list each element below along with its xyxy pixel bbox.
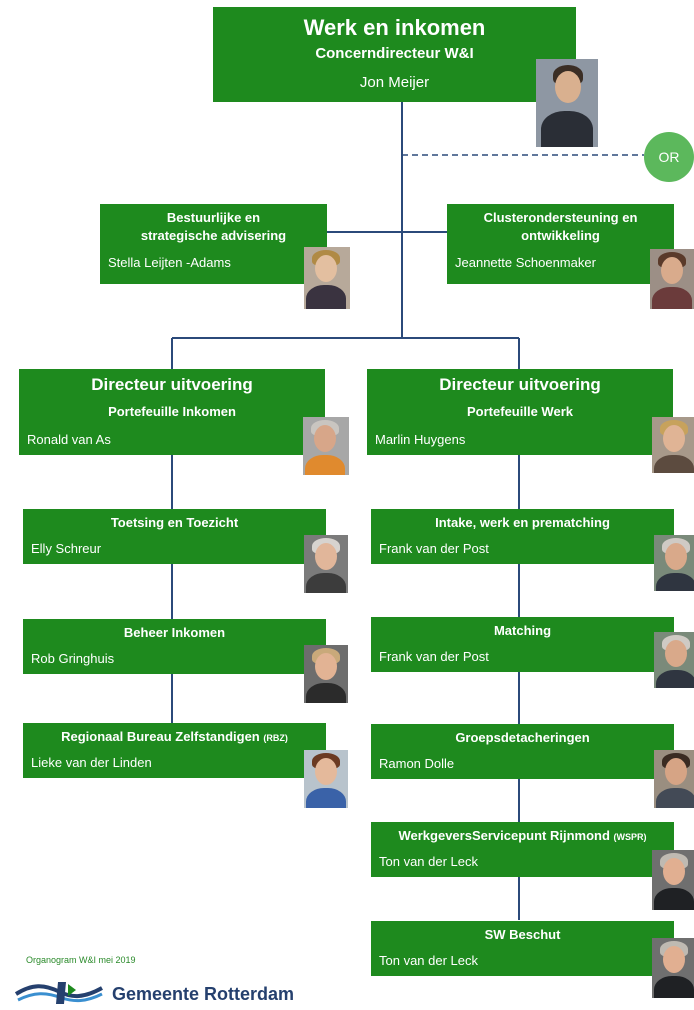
unit-toetsing-person: Elly Schreur	[31, 541, 102, 556]
photo-ramon-dolle	[654, 750, 694, 808]
unit-wspr-box: WerkgeversServicepunt Rijnmond (WSPR) To…	[371, 822, 674, 877]
rotterdam-logo-icon	[14, 982, 103, 1004]
unit-intake-person: Frank van der Post	[379, 541, 489, 556]
unit-wspr-person: Ton van der Leck	[379, 854, 479, 869]
staff-left-box: Bestuurlijke en strategische advisering …	[100, 204, 327, 284]
photo-lieke-van-der-linden	[304, 750, 348, 808]
unit-rbz-person: Lieke van der Linden	[31, 755, 152, 770]
unit-sw-beschut-person: Ton van der Leck	[379, 953, 479, 968]
staff-right-person: Jeannette Schoenmaker	[455, 255, 596, 270]
unit-beheer-title: Beheer Inkomen	[123, 625, 226, 640]
photo-ton-van-der-leck-1	[652, 850, 694, 910]
unit-rbz-suffix: (RBZ)	[263, 733, 288, 743]
photo-frank-van-der-post-1	[654, 535, 694, 591]
unit-beheer-person: Rob Gringhuis	[31, 651, 115, 666]
unit-intake-title: Intake, werk en prematching	[435, 515, 610, 530]
top-box: Werk en inkomen Concerndirecteur W&I Jon…	[213, 7, 576, 102]
top-person: Jon Meijer	[359, 74, 430, 91]
staff-left-title-2: strategische advisering	[140, 228, 287, 243]
or-circle: OR	[644, 132, 694, 182]
staff-right-title-1: Clusterondersteuning en	[483, 210, 638, 225]
organogram-caption: Organogram W&I mei 2019	[26, 955, 136, 965]
photo-stella-leijten	[304, 247, 350, 309]
staff-right-box: Clusterondersteuning en ontwikkeling Jea…	[447, 204, 674, 284]
unit-sw-beschut-title: SW Beschut	[484, 927, 561, 942]
photo-marlin-huygens	[652, 417, 694, 473]
director-left-subtitle: Portefeuille Inkomen	[108, 404, 236, 419]
unit-rbz-title-text: Regionaal Bureau Zelfstandigen	[61, 729, 260, 744]
unit-intake-box: Intake, werk en prematching Frank van de…	[371, 509, 674, 564]
photo-jeannette-schoenmaker	[650, 249, 694, 309]
unit-toetsing-title: Toetsing en Toezicht	[110, 515, 239, 530]
unit-rbz-box: Regionaal Bureau Zelfstandigen (RBZ) Lie…	[23, 723, 326, 778]
unit-wspr-title: WerkgeversServicepunt Rijnmond (WSPR)	[371, 828, 674, 843]
unit-toetsing-box: Toetsing en Toezicht Elly Schreur	[23, 509, 326, 564]
director-left-title: Directeur uitvoering	[91, 375, 253, 394]
director-right-box: Directeur uitvoering Portefeuille Werk M…	[367, 369, 673, 455]
unit-matching-title: Matching	[493, 623, 552, 638]
director-right-subtitle: Portefeuille Werk	[467, 404, 573, 419]
staff-left-title-1: Bestuurlijke en	[166, 210, 261, 225]
unit-groepsdetacheringen-title: Groepsdetacheringen	[455, 730, 590, 745]
unit-matching-person: Frank van der Post	[379, 649, 489, 664]
photo-ronald-van-as	[303, 417, 349, 475]
director-right-title: Directeur uitvoering	[439, 375, 601, 394]
photo-jon-meijer	[536, 59, 598, 147]
unit-groepsdetacheringen-person: Ramon Dolle	[379, 756, 455, 771]
director-left-box: Directeur uitvoering Portefeuille Inkome…	[19, 369, 325, 455]
gemeente-rotterdam-logo-text: Gemeente Rotterdam	[112, 984, 295, 1004]
unit-groepsdetacheringen-box: Groepsdetacheringen Ramon Dolle	[371, 724, 674, 779]
unit-matching-box: Matching Frank van der Post	[371, 617, 674, 672]
photo-frank-van-der-post-2	[654, 632, 694, 688]
staff-left-person: Stella Leijten -Adams	[108, 255, 231, 270]
staff-right-title-2: ontwikkeling	[521, 228, 600, 243]
unit-wspr-suffix: (WSPR)	[613, 832, 647, 842]
unit-sw-beschut-box: SW Beschut Ton van der Leck	[371, 921, 674, 976]
unit-beheer-box: Beheer Inkomen Rob Gringhuis	[23, 619, 326, 674]
photo-rob-gringhuis	[304, 645, 348, 703]
director-right-person: Marlin Huygens	[375, 432, 466, 447]
unit-rbz-title: Regionaal Bureau Zelfstandigen (RBZ)	[23, 729, 326, 744]
top-title: Werk en inkomen	[303, 15, 486, 40]
unit-wspr-title-text: WerkgeversServicepunt Rijnmond	[398, 828, 610, 843]
photo-ton-van-der-leck-2	[652, 938, 694, 998]
top-subtitle: Concerndirecteur W&I	[315, 45, 474, 62]
director-left-person: Ronald van As	[27, 432, 111, 447]
photo-elly-schreur	[304, 535, 348, 593]
